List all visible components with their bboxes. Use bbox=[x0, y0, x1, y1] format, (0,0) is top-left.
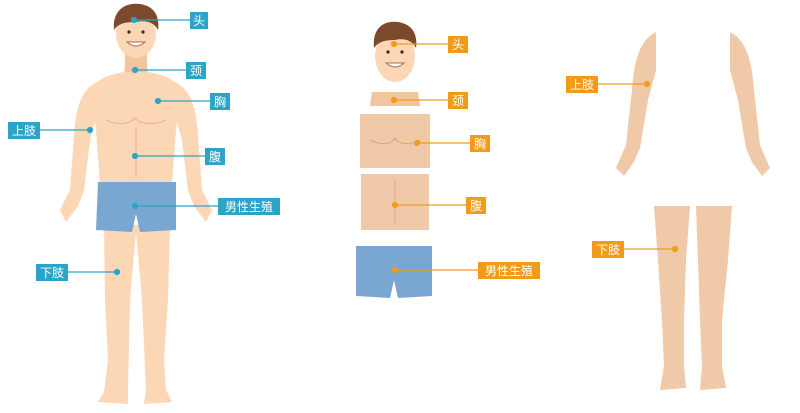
full-body-figure bbox=[60, 3, 212, 404]
full-body-eye-right bbox=[141, 30, 145, 34]
limbs-callouts bbox=[598, 80, 679, 253]
full-body-callouts bbox=[40, 16, 218, 276]
part-eye-left bbox=[386, 50, 390, 54]
label-upper-limb-left: 上肢 bbox=[12, 123, 36, 138]
part-chest bbox=[360, 114, 430, 168]
label-head-mid: 头 bbox=[452, 38, 464, 52]
full-body-chest-line bbox=[105, 117, 167, 125]
separated-parts-figure bbox=[356, 21, 432, 298]
label-box-genitals-mid bbox=[478, 262, 540, 279]
limbs-labels: 上肢 下肢 bbox=[566, 76, 624, 258]
limb-right-leg bbox=[696, 206, 732, 390]
label-box-abdomen-mid bbox=[466, 197, 486, 214]
part-hair bbox=[373, 21, 417, 48]
label-genitals-left: 男性生殖 bbox=[225, 199, 273, 214]
label-box-abdomen-left bbox=[205, 148, 225, 165]
limb-left-arm bbox=[616, 32, 656, 176]
part-smile bbox=[384, 62, 406, 68]
label-box-chest-mid bbox=[470, 135, 490, 152]
label-box-head-mid bbox=[448, 36, 468, 53]
label-neck-mid: 颈 bbox=[452, 94, 464, 108]
label-box-upper-limb-right bbox=[566, 76, 598, 93]
full-body-legs bbox=[98, 225, 172, 404]
label-box-head-left bbox=[190, 12, 208, 29]
separated-parts-labels: 头 颈 胸 腹 男性生殖 bbox=[448, 36, 540, 279]
label-box-lower-limb-left bbox=[36, 264, 68, 281]
label-abdomen-mid: 腹 bbox=[470, 199, 482, 213]
label-box-genitals-left bbox=[218, 198, 280, 215]
label-box-neck-left bbox=[186, 62, 206, 79]
part-chest-line bbox=[369, 136, 421, 145]
label-box-chest-left bbox=[210, 93, 230, 110]
full-body-smile bbox=[125, 41, 147, 47]
limbs-figure bbox=[616, 32, 770, 390]
label-chest-mid: 胸 bbox=[474, 136, 486, 151]
full-body-right-arm bbox=[175, 82, 212, 222]
limb-right-arm bbox=[730, 32, 770, 176]
full-body-labels: 头 颈 胸 上肢 腹 男性生殖 下肢 bbox=[8, 12, 280, 281]
label-abdomen-left: 腹 bbox=[209, 150, 221, 164]
label-box-neck-mid bbox=[448, 92, 468, 109]
label-box-upper-limb-left bbox=[8, 122, 40, 139]
label-upper-limb-right: 上肢 bbox=[570, 77, 594, 92]
label-box-lower-limb-right bbox=[592, 241, 624, 258]
label-head-left: 头 bbox=[193, 14, 205, 28]
label-lower-limb-right: 下肢 bbox=[596, 242, 620, 257]
full-body-left-arm bbox=[60, 82, 97, 222]
label-genitals-mid: 男性生殖 bbox=[485, 263, 533, 278]
separated-parts-callouts bbox=[390, 40, 478, 274]
label-lower-limb-left: 下肢 bbox=[40, 265, 64, 280]
part-head bbox=[375, 30, 415, 82]
part-eye-right bbox=[400, 50, 404, 54]
full-body-eye-left bbox=[127, 30, 131, 34]
label-chest-left: 胸 bbox=[214, 94, 226, 109]
limb-left-leg bbox=[654, 206, 690, 390]
full-body-torso bbox=[92, 62, 180, 185]
label-neck-left: 颈 bbox=[190, 64, 202, 78]
full-body-hair bbox=[113, 3, 159, 30]
